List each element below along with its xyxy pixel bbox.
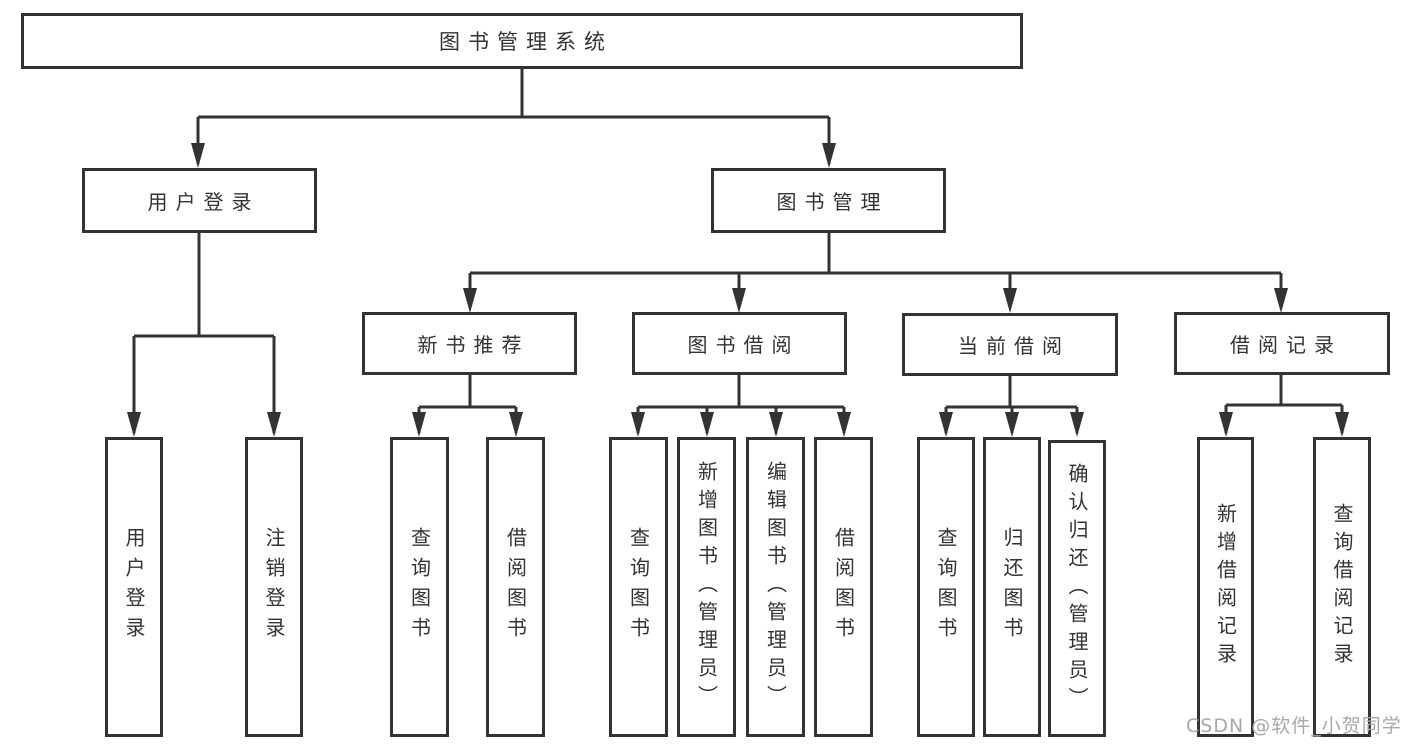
arrowhead-icon [822, 143, 836, 168]
leaf-query-borrow-record: 查询借阅记录 [1313, 437, 1371, 737]
node-user-login: 用户登录 [82, 168, 317, 233]
arrowhead-icon [127, 412, 141, 437]
leaf-add-borrow-record: 新增借阅记录 [1197, 437, 1254, 737]
arrowhead-icon [1274, 288, 1288, 313]
edge-userlogin-to-leaves [132, 233, 276, 433]
arrowhead-icon [1070, 412, 1084, 437]
arrowhead-icon [1003, 288, 1017, 313]
arrowhead-icon [769, 412, 783, 437]
arrowhead-icon [267, 412, 281, 437]
node-book-borrow: 图书借阅 [632, 312, 847, 375]
leaf-confirm-return-admin: 确认归还（管理员） [1048, 440, 1106, 737]
edge-newbook-to-leaves [417, 375, 518, 433]
edge-bookborrow-to-leaves [636, 375, 846, 433]
node-new-book-recommend: 新书推荐 [362, 312, 577, 375]
leaf-return-books: 归还图书 [983, 437, 1041, 737]
csdn-watermark: CSDN @软件_小贺同学 [1186, 715, 1402, 737]
arrowhead-icon [463, 288, 477, 313]
leaf-query-books-current: 查询图书 [917, 437, 975, 737]
edge-root-to-level2 [196, 69, 831, 164]
arrowhead-icon [412, 412, 426, 437]
arrowhead-icon [837, 412, 851, 437]
leaf-query-books-recommend: 查询图书 [390, 437, 449, 737]
leaf-borrow-books: 借阅图书 [814, 437, 873, 737]
arrowhead-icon [732, 288, 746, 313]
arrowhead-icon [1219, 412, 1233, 437]
leaf-borrow-books-recommend: 借阅图书 [486, 437, 545, 737]
node-root-system: 图书管理系统 [21, 13, 1023, 69]
leaf-edit-book-admin: 编辑图书（管理员） [746, 437, 805, 737]
leaf-logout: 注销登录 [245, 437, 303, 737]
edge-bookmgmt-to-level3 [468, 233, 1283, 308]
arrowhead-icon [700, 412, 714, 437]
arrowhead-icon [939, 412, 953, 437]
node-book-management: 图书管理 [711, 168, 946, 233]
leaf-query-books-borrow: 查询图书 [609, 437, 668, 737]
arrowhead-icon [509, 412, 523, 437]
arrowhead-icon [191, 143, 205, 168]
arrowhead-icon [631, 412, 645, 437]
edge-records-to-leaves [1224, 375, 1344, 433]
node-borrow-records: 借阅记录 [1174, 312, 1390, 375]
arrowhead-icon [1005, 412, 1019, 437]
arrowheads [127, 143, 1349, 437]
leaf-add-book-admin: 新增图书（管理员） [677, 437, 736, 737]
leaf-user-login: 用户登录 [105, 437, 163, 737]
arrowhead-icon [1335, 412, 1349, 437]
node-current-borrow: 当前借阅 [902, 313, 1118, 376]
